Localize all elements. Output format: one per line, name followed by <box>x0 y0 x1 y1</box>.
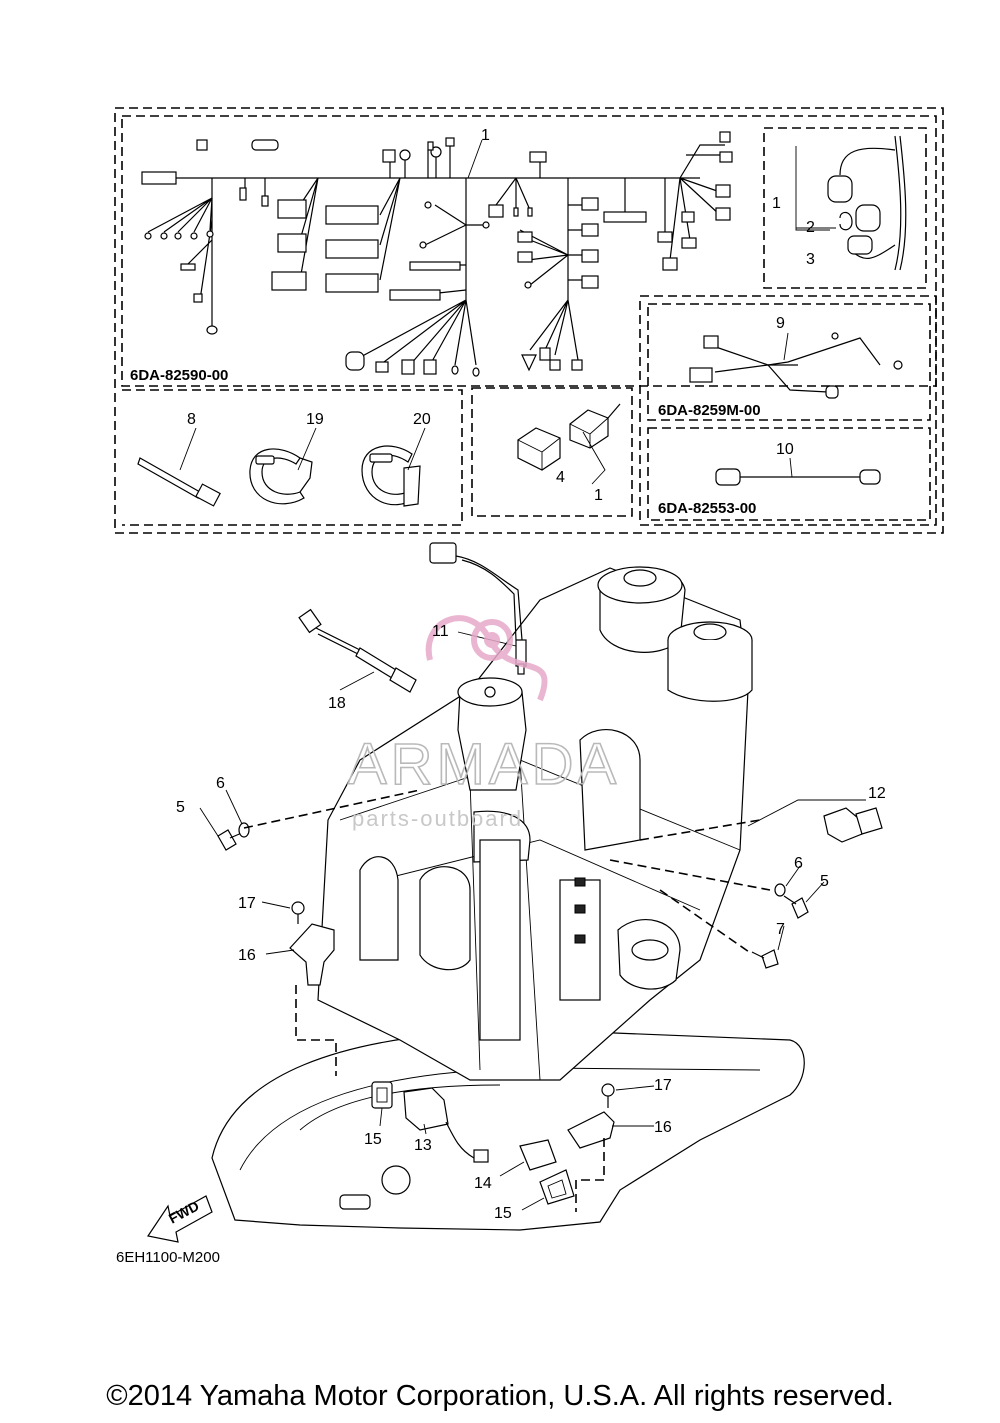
part-17-bolt-a[interactable] <box>291 901 305 924</box>
part-18-sensor[interactable] <box>298 608 417 693</box>
callout-20[interactable]: 20 <box>413 411 431 428</box>
part-number-sub-harness: 6DA-8259M-00 <box>658 402 761 419</box>
part-7-bolt[interactable] <box>751 949 779 969</box>
watermark-sub-text: parts-outboard <box>352 806 523 831</box>
holder-20[interactable] <box>361 445 421 507</box>
leader-lines <box>179 139 866 1212</box>
callout-7[interactable]: 7 <box>776 921 785 938</box>
sensor-harness-assembly[interactable] <box>795 135 907 271</box>
diagram-code: 6EH1100-M200 <box>116 1249 220 1266</box>
part-15-grommet-b[interactable] <box>539 1169 575 1205</box>
plastic-band-8[interactable] <box>137 457 221 507</box>
part-13-switch[interactable] <box>403 1087 489 1163</box>
part-17-bolt-b[interactable] <box>601 1083 615 1108</box>
callout-1-side[interactable]: 1 <box>772 195 781 212</box>
copyright-notice: ©2014 Yamaha Motor Corporation, U.S.A. A… <box>106 1380 894 1412</box>
callout-10[interactable]: 10 <box>776 441 794 458</box>
part-15-grommet-a[interactable] <box>371 1081 393 1109</box>
engine-assembly <box>211 566 805 1231</box>
part-6-washer-b[interactable] <box>774 883 786 897</box>
callout-9[interactable]: 9 <box>776 315 785 332</box>
part-number-lead: 6DA-82553-00 <box>658 500 756 517</box>
callout-13[interactable]: 13 <box>414 1137 432 1154</box>
callout-16a[interactable]: 16 <box>238 947 256 964</box>
part-14-switch[interactable] <box>519 1139 557 1171</box>
fwd-arrow: FWD <box>147 1195 213 1243</box>
callout-2[interactable]: 2 <box>806 219 815 236</box>
callout-14[interactable]: 14 <box>474 1175 492 1192</box>
callout-4[interactable]: 4 <box>556 469 565 486</box>
part-11-sensor[interactable] <box>429 542 527 675</box>
part-16-bracket-b[interactable] <box>567 1111 615 1149</box>
callout-17b[interactable]: 17 <box>654 1077 672 1094</box>
callout-1-relay[interactable]: 1 <box>594 487 603 504</box>
callout-3[interactable]: 3 <box>806 251 815 268</box>
relay-4[interactable] <box>517 403 621 485</box>
callout-15a[interactable]: 15 <box>364 1131 382 1148</box>
main-wire-harness[interactable] <box>141 131 733 377</box>
callout-5b[interactable]: 5 <box>820 873 829 890</box>
lead-wire-10[interactable] <box>715 468 881 486</box>
callout-8[interactable]: 8 <box>187 411 196 428</box>
harness-kit-frame <box>114 107 944 534</box>
callout-18[interactable]: 18 <box>328 695 346 712</box>
part-number-main-harness: 6DA-82590-00 <box>130 367 228 384</box>
callout-16b[interactable]: 16 <box>654 1119 672 1136</box>
callout-1-main[interactable]: 1 <box>481 127 490 144</box>
sub-harness-9[interactable] <box>689 332 903 399</box>
part-5-bolt-b[interactable] <box>783 895 809 919</box>
part-6-washer-a[interactable] <box>238 822 250 838</box>
holder-19[interactable] <box>249 448 313 505</box>
callout-11[interactable]: 11 <box>432 623 449 640</box>
callout-19[interactable]: 19 <box>306 411 324 428</box>
callout-6a[interactable]: 6 <box>216 775 225 792</box>
callout-12[interactable]: 12 <box>868 785 886 802</box>
callout-5a[interactable]: 5 <box>176 799 185 816</box>
callout-15b[interactable]: 15 <box>494 1205 512 1222</box>
callout-6b[interactable]: 6 <box>794 855 803 872</box>
part-12-sensor[interactable] <box>823 807 883 843</box>
watermark-main-text: ARMADA <box>348 732 620 797</box>
part-16-bracket-a[interactable] <box>289 923 335 986</box>
callout-17a[interactable]: 17 <box>238 895 256 912</box>
watermark-logo <box>425 615 548 702</box>
